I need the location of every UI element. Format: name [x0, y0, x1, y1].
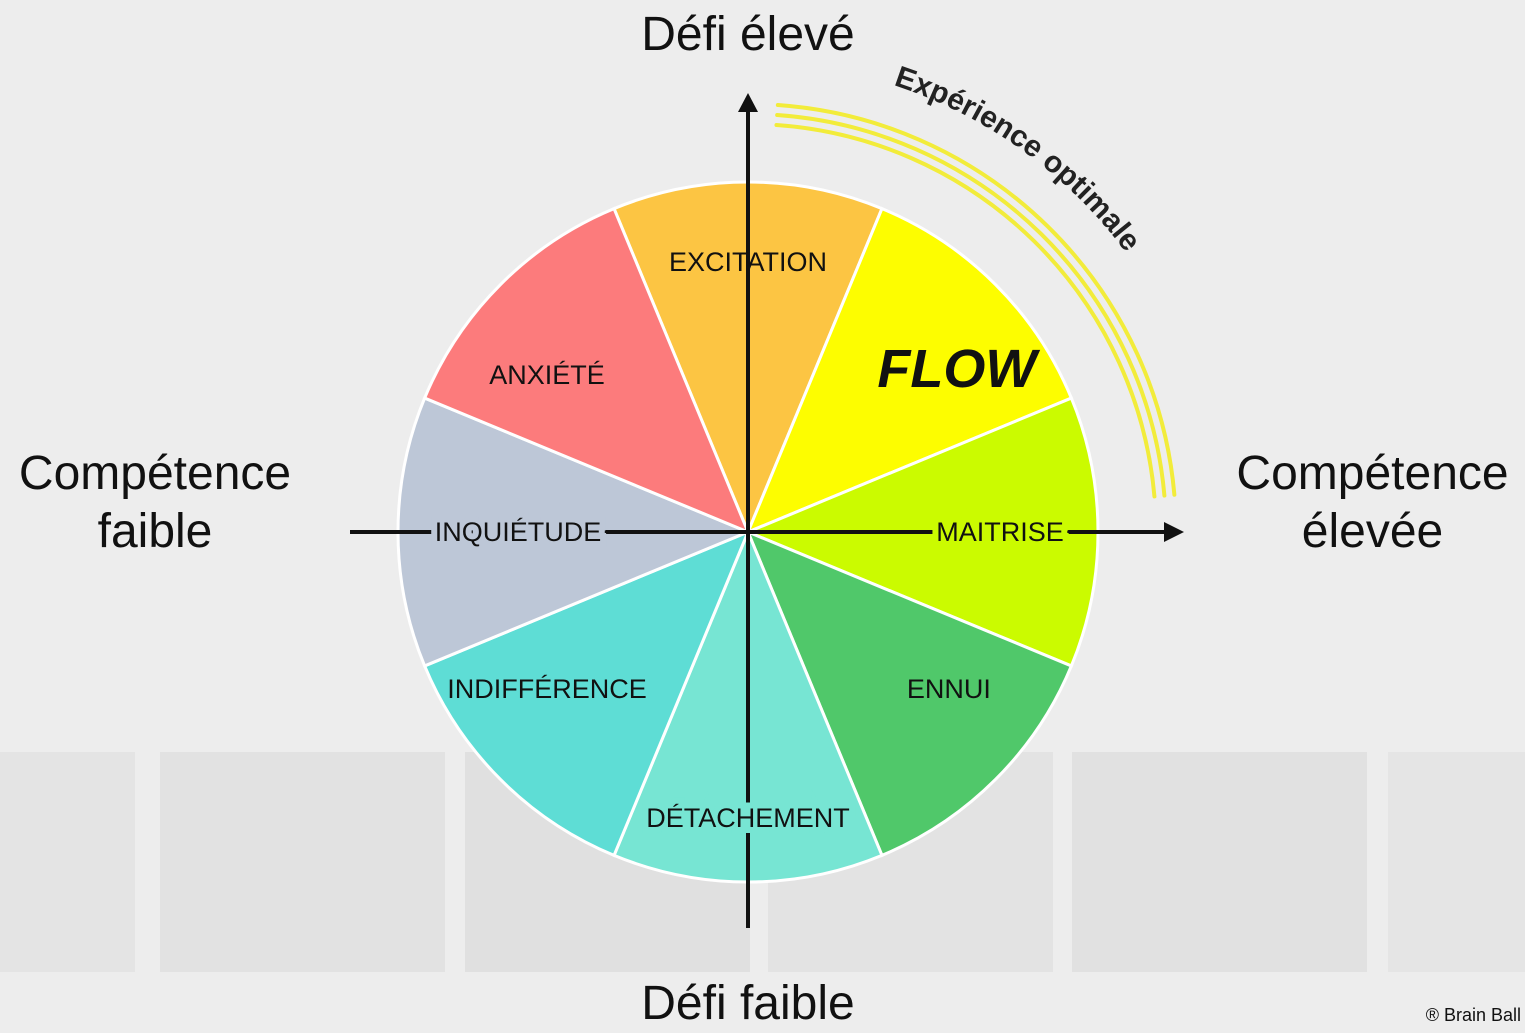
left-axis-label-line1: Compétence — [18, 447, 292, 500]
label-maitrise: MAITRISE — [936, 517, 1064, 547]
right-axis-label: Compétence élevée — [1220, 445, 1525, 561]
left-axis-label: Compétence faible — [0, 445, 310, 561]
right-axis-label-line2: élevée — [1301, 505, 1444, 558]
label-ennui: ENNUI — [907, 674, 991, 704]
arc-stroke-1 — [774, 122, 1157, 499]
label-detachement: DÉTACHEMENT — [646, 803, 850, 833]
label-anxiete: ANXIÉTÉ — [489, 360, 605, 390]
segment-anxiete — [422, 206, 751, 535]
top-axis-label: Défi élevé — [641, 8, 855, 61]
label-excitation: EXCITATION — [669, 247, 827, 277]
segment-indifference — [422, 529, 751, 858]
segment-ennui — [745, 529, 1074, 858]
left-axis-label-line2: faible — [97, 505, 213, 558]
segment-flow — [745, 206, 1074, 535]
horizontal-axis-arrowhead — [1164, 522, 1184, 542]
vertical-axis-arrowhead — [738, 93, 758, 112]
arc-stroke-2 — [775, 113, 1167, 498]
label-inquietude: INQUIÉTUDE — [435, 517, 602, 547]
label-flow: FLOW — [877, 339, 1040, 399]
bottom-axis-label: Défi faible — [641, 977, 855, 1030]
label-indifference: INDIFFÉRENCE — [447, 674, 647, 704]
right-axis-label-line1: Compétence — [1236, 447, 1509, 500]
copyright-credit: ® Brain Ball — [1425, 1005, 1521, 1025]
arc-stroke-3 — [775, 103, 1177, 497]
